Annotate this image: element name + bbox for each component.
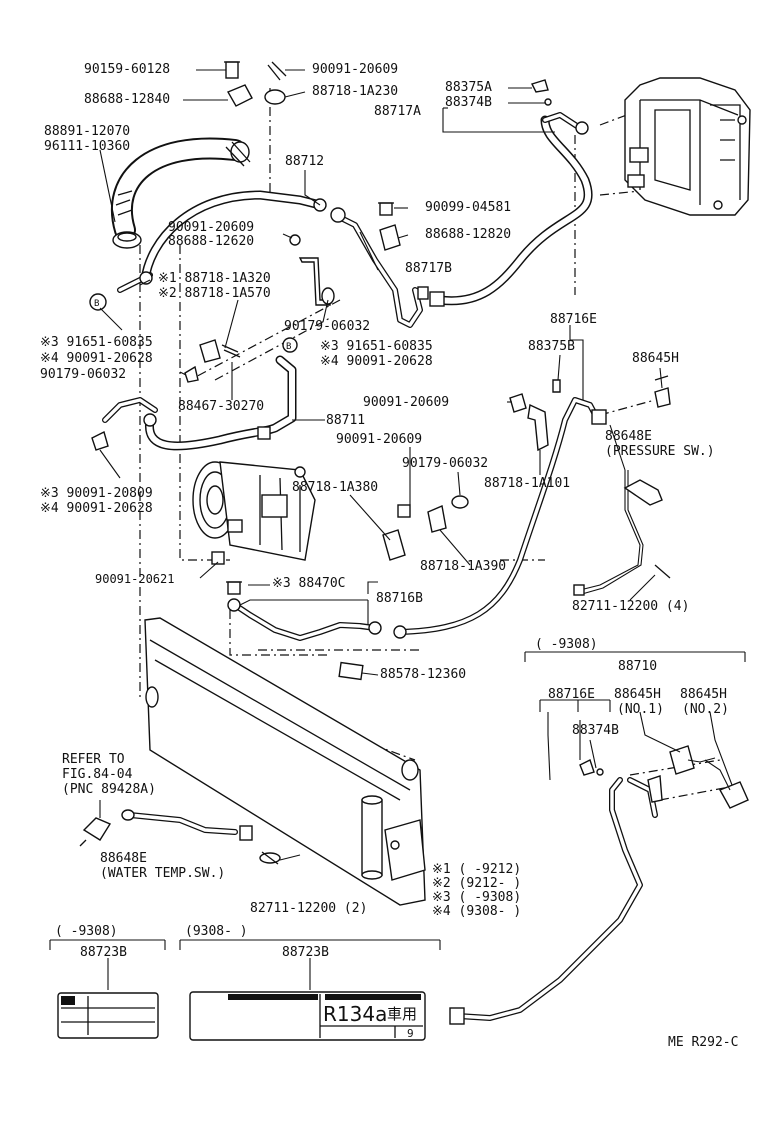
label-88718-1A101: 88718-1A101 [484, 476, 571, 491]
label-90179-06032-a: 90179-06032 [284, 319, 371, 334]
note-3: ※3 ( -9308) [432, 890, 522, 905]
label-plate-kanji: 車用 [387, 1005, 418, 1023]
label-88645H-top: 88645H [632, 351, 679, 366]
bracket-rules [49, 651, 746, 990]
label-plate-number: 9 [407, 1027, 414, 1040]
label-90099-04581: 90099-04581 [425, 200, 512, 215]
label-range-9308-right: ( -9308) [535, 637, 598, 652]
label-refer-to: REFER TO [62, 752, 125, 767]
label-91651-60835-a: ※3 91651-60835 [40, 335, 153, 350]
label-88716E-top: 88716E [550, 312, 597, 327]
label-90091-20609-c: 90091-20609 [363, 395, 450, 410]
label-plate-r134a: R134a [323, 1002, 388, 1026]
label-fig: FIG.84-04 [62, 767, 133, 782]
svg-text:B: B [94, 299, 99, 309]
label-88718-1A380: 88718-1A380 [292, 480, 379, 495]
label-96111-10360: 96111-10360 [44, 139, 131, 154]
pipe-88716E [393, 375, 671, 639]
note-2: ※2 (9212- ) [432, 876, 522, 891]
label-88716E-bottom: 88716E [548, 687, 595, 702]
label-88375A: 88375A [445, 80, 492, 95]
pipe-88711 [91, 355, 297, 451]
label-88374B-top: 88374B [445, 95, 492, 110]
label-88688-12620: 88688-12620 [168, 234, 255, 249]
label-88648E-bottom: 88648E [100, 851, 147, 866]
label-88578-12360: 88578-12360 [380, 667, 467, 682]
label-88645H-no1: 88645H [614, 687, 661, 702]
suction-hose [110, 137, 251, 249]
label-91651-60835-b: ※3 91651-60835 [320, 339, 433, 354]
label-88712: 88712 [285, 154, 325, 169]
label-88648E-top: 88648E [605, 429, 652, 444]
pipe-88716B [211, 551, 382, 641]
label-box2-part: 88723B [282, 945, 329, 960]
label-90091-20609-a: 90091-20609 [312, 62, 399, 77]
compressor [192, 461, 316, 561]
label-no2: (NO.2) [682, 702, 729, 717]
label-90091-20628-b: ※4 90091-20628 [320, 354, 433, 369]
label-88711: 88711 [326, 413, 366, 428]
label-90179-06032-c: 90179-06032 [402, 456, 489, 471]
label-88374B-bottom: 88374B [572, 723, 619, 738]
top-fittings: B B [89, 61, 552, 383]
label-82711-12200-2: 82711-12200 (2) [250, 901, 368, 916]
note-4: ※4 (9308- ) [432, 904, 522, 919]
label-box2-range: (9308- ) [185, 924, 248, 939]
label-box1-part: 88723B [80, 945, 127, 960]
label-90091-20628-a: ※4 90091-20628 [40, 351, 153, 366]
label-88718-1A320: ※1 88718-1A320 [158, 271, 271, 286]
label-88718-1A390: 88718-1A390 [420, 559, 507, 574]
label-90091-20628-c: ※4 90091-20628 [40, 501, 153, 516]
leader-lines [99, 69, 733, 861]
label-88717A: 88717A [374, 104, 421, 119]
label-88716B: 88716B [376, 591, 423, 606]
label-88718-1A570: ※2 88718-1A570 [158, 286, 271, 301]
label-82711-12200-4: 82711-12200 (4) [572, 599, 690, 614]
label-90091-20609-b: 90091-20609 [168, 220, 255, 235]
label-88891-12070: 88891-12070 [44, 124, 131, 139]
pipe-88717A [429, 112, 593, 307]
label-88467-30270: 88467-30270 [178, 399, 265, 414]
label-water-temp-switch: (WATER TEMP.SW.) [100, 866, 226, 881]
label-88645H-no2: 88645H [680, 687, 727, 702]
label-88688-12840: 88688-12840 [84, 92, 171, 107]
label-88717B: 88717B [405, 261, 452, 276]
brackets [338, 393, 549, 681]
label-90179-06032-b: 90179-06032 [40, 367, 127, 382]
label-88375B: 88375B [528, 339, 575, 354]
pipe-88710-group [449, 745, 749, 1025]
water-temp-switch [79, 809, 281, 865]
label-no1: (NO.1) [617, 702, 664, 717]
pipe-88712 [117, 190, 327, 293]
label-90159-60128: 90159-60128 [84, 62, 171, 77]
condenser [144, 617, 426, 906]
note-1: ※1 ( -9212) [432, 862, 522, 877]
label-pnc: (PNC 89428A) [62, 782, 156, 797]
label-88710: 88710 [618, 659, 658, 674]
label-88688-12820: 88688-12820 [425, 227, 512, 242]
label-90091-20609-d: 90091-20609 [336, 432, 423, 447]
svg-text:B: B [286, 342, 291, 352]
label-box1-range: ( -9308) [55, 924, 118, 939]
pressure-switch-line [573, 470, 671, 596]
label-90091-20621: 90091-20621 [95, 572, 175, 586]
label-88470C: ※3 88470C [272, 576, 346, 591]
label-88718-1A230: 88718-1A230 [312, 84, 399, 99]
label-plates [57, 991, 426, 1041]
evaporator-unit [624, 77, 751, 216]
label-pressure-switch: (PRESSURE SW.) [605, 444, 715, 459]
page-code: ME R292-C [668, 1035, 739, 1050]
label-90091-20809: ※3 90091-20809 [40, 486, 153, 501]
